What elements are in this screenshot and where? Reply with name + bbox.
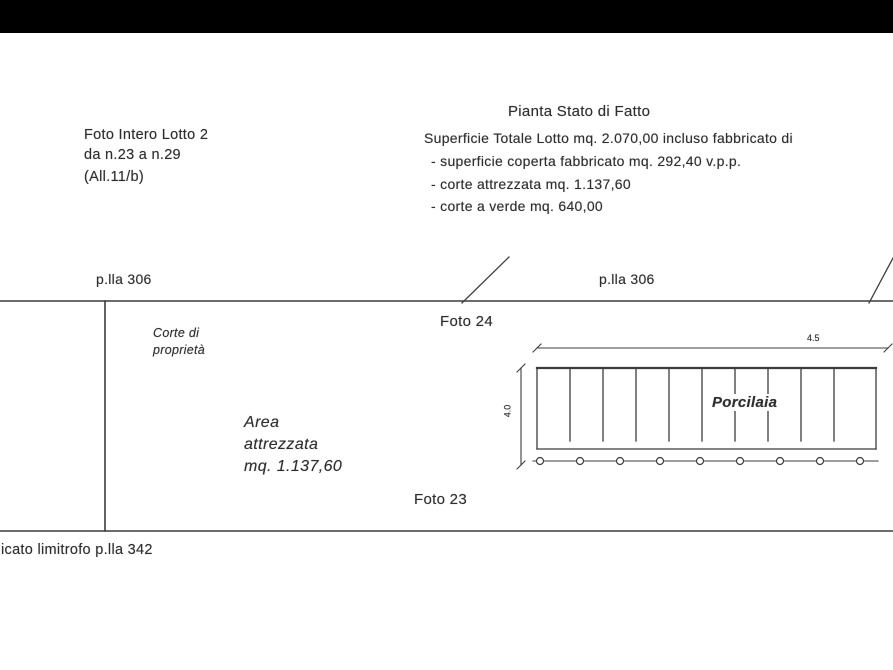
surface-summary-item-1: - superficie coperta fabbricato mq. 292,… bbox=[431, 153, 742, 169]
area-note-line1: Area bbox=[244, 414, 280, 431]
photo-note-line3: (All.11/b) bbox=[84, 169, 144, 185]
court-note-line1: Corte di bbox=[153, 326, 200, 340]
surface-summary-heading: Superficie Totale Lotto mq. 2.070,00 inc… bbox=[424, 130, 793, 146]
surface-summary-item-3: - corte a verde mq. 640,00 bbox=[431, 198, 603, 214]
foto-24-label: Foto 24 bbox=[440, 313, 493, 330]
building-dim-left-label: 4.0 bbox=[502, 404, 513, 418]
photo-note-line1: Foto Intero Lotto 2 bbox=[84, 127, 209, 143]
surface-summary-item-2: - corte attrezzata mq. 1.137,60 bbox=[431, 176, 631, 192]
neighbor-note: icato limitrofo p.lla 342 bbox=[1, 542, 153, 558]
parcel-label-right: p.lla 306 bbox=[599, 271, 655, 287]
top-black-bar bbox=[0, 0, 893, 33]
dimension-line-top bbox=[532, 343, 893, 353]
parcel-label-left: p.lla 306 bbox=[96, 271, 152, 287]
foto-23-label: Foto 23 bbox=[414, 491, 467, 508]
area-note-line2: attrezzata bbox=[244, 436, 319, 453]
leader-line-right bbox=[868, 257, 893, 304]
dimension-line-left bbox=[516, 363, 526, 470]
column-dots bbox=[532, 456, 879, 466]
building-dim-top-label: 4.5 bbox=[807, 333, 820, 343]
building-outline bbox=[535, 366, 878, 450]
building-bay-lines bbox=[569, 368, 835, 442]
leader-line-left bbox=[461, 256, 510, 304]
building-label: Porcilaia bbox=[708, 394, 782, 411]
plan-title: Pianta Stato di Fatto bbox=[508, 103, 651, 120]
court-note-line2: proprietà bbox=[153, 343, 206, 357]
area-note-line3: mq. 1.137,60 bbox=[244, 458, 343, 475]
photo-note-line2: da n.23 a n.29 bbox=[84, 147, 181, 163]
surface-summary: Superficie Totale Lotto mq. 2.070,00 inc… bbox=[424, 128, 893, 220]
